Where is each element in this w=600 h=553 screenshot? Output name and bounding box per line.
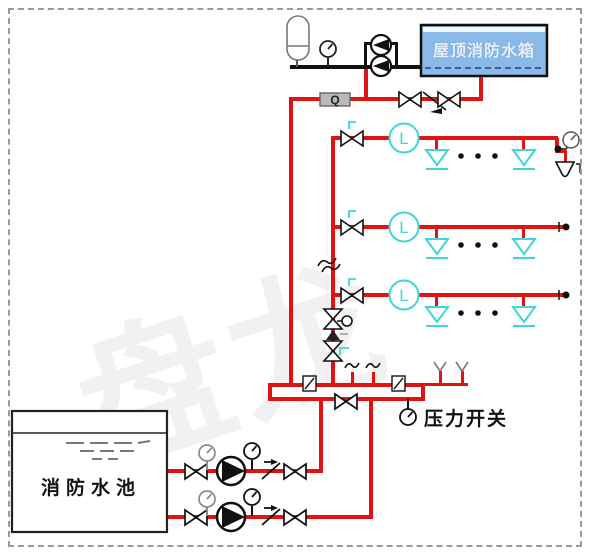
signal-mark-icon [348, 210, 356, 218]
red-piping [167, 66, 567, 519]
sprinkler-icon [425, 149, 449, 170]
check-valve-icon [261, 505, 281, 526]
fire-pool-label: 消防水池 [40, 478, 141, 499]
continuation-dots [458, 153, 498, 159]
sprinkler-icon [512, 149, 536, 170]
roof-tank-label: 屋顶消防水箱 [432, 43, 535, 60]
roof-tank [419, 23, 549, 78]
gate-valve-icon [184, 509, 208, 526]
continuation-dots [458, 242, 498, 248]
jockey-pump-icon [369, 33, 393, 78]
pressure-gauge-icon [243, 442, 261, 460]
gate-valve-icon [283, 463, 307, 480]
signal-butterfly-valve-icon [323, 308, 353, 330]
check-valve-icon [422, 91, 447, 114]
check-valve-icon [261, 459, 281, 480]
signal-mark-icon [339, 347, 349, 355]
signal-valve-icon [340, 287, 364, 304]
end-cap-icon [558, 222, 570, 232]
signal-valve-icon [340, 130, 364, 147]
continuation-dots [458, 310, 498, 316]
pressure-gauge-icon [198, 444, 216, 462]
pool-water-level-icon [66, 440, 151, 460]
pressure-gauge-icon [319, 40, 337, 66]
drain-funnel-icon [554, 161, 576, 178]
gate-valve-icon [283, 509, 307, 526]
expansion-tank-icon [286, 15, 310, 67]
flow-indicator-label: L [399, 286, 408, 305]
pump-set-1 [184, 442, 307, 487]
flexible-joint-icon [302, 375, 317, 392]
gate-valve-icon [398, 91, 422, 108]
pump-coupler-icon [433, 361, 469, 373]
signal-mark-icon [348, 121, 356, 129]
flow-meter: Q [319, 92, 351, 107]
flexible-joint-icon [391, 375, 406, 392]
flow-indicator-label: L [399, 129, 408, 148]
flow-indicator-label: L [399, 218, 408, 237]
pressure-switch-label: 压力开关 [424, 409, 509, 430]
sprinkler-icon [512, 306, 536, 327]
pressure-gauge-icon [243, 488, 261, 506]
signal-mark-icon [348, 278, 356, 286]
fire-pool [10, 409, 169, 534]
alarm-check-valve-icon [326, 330, 348, 340]
gate-valve-icon [184, 463, 208, 480]
flow-meter-label: Q [330, 93, 339, 107]
flow-indicator: L [388, 122, 420, 154]
pressure-switch [399, 408, 417, 426]
flow-indicator: L [388, 279, 420, 311]
sprinkler-icon [425, 238, 449, 259]
pump-set-2 [184, 488, 307, 533]
end-cap-icon [558, 290, 570, 300]
pipe-break-icon [317, 257, 341, 273]
signal-valve-icon [340, 219, 364, 236]
gate-valve-icon [323, 340, 349, 362]
sprinkler-icon [425, 306, 449, 327]
flow-indicator: L [388, 211, 420, 243]
sprinkler-icon [512, 238, 536, 259]
gate-valve-icon [437, 91, 461, 108]
tank-rim [423, 27, 545, 32]
pressure-gauge-icon [198, 490, 216, 508]
connection-tilde-icon [344, 362, 381, 369]
